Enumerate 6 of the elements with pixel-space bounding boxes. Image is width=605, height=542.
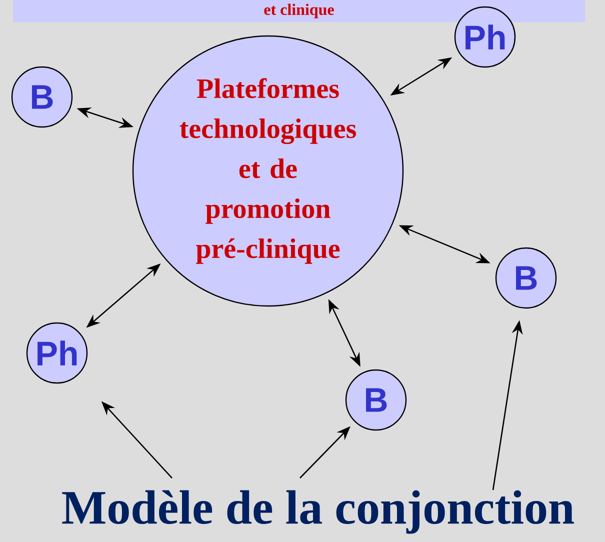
circle-node: B (495, 247, 557, 309)
circle-node: Ph (26, 322, 88, 384)
title-text: Modèle de la conjonction (62, 490, 574, 534)
circle-node: Ph (454, 6, 516, 68)
circle-node: B (11, 66, 73, 128)
circle-node: B (345, 369, 407, 431)
